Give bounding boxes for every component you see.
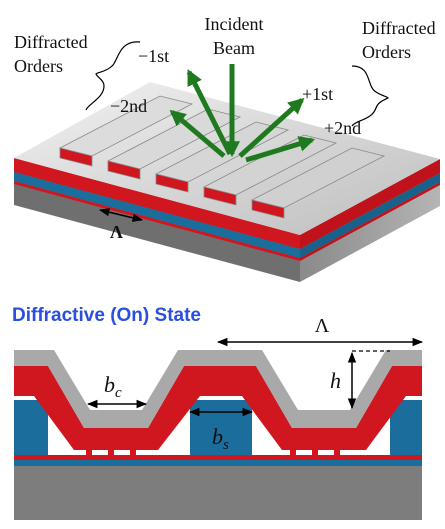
front-red-layer-2 [14, 181, 300, 261]
width-s-symbol: b [212, 424, 223, 449]
right-red-layer-2 [300, 182, 440, 261]
substrate [14, 466, 422, 520]
front-red-layer [14, 158, 300, 249]
bottom-period-label: Λ [315, 315, 330, 337]
right-orders-brace [351, 65, 390, 127]
bottom-red-strip [14, 455, 422, 460]
diffracted-orders-right-line2: Orders [362, 42, 411, 62]
width-c-label: bc [104, 372, 122, 401]
gray-cap-layer [14, 350, 422, 428]
order-plus2-label: +2nd [324, 118, 361, 138]
height-label: h [330, 368, 341, 393]
right-red-layer [300, 159, 440, 249]
width-s-label: bs [212, 424, 229, 453]
bottom-blue-strip [14, 460, 422, 466]
order-plus2-arrow [245, 136, 316, 163]
order-minus1-arrow [186, 69, 233, 156]
width-c-subscript: c [115, 385, 122, 401]
ribbon-legs [86, 448, 340, 456]
diffracted-orders-left-line2: Orders [14, 56, 63, 76]
diffracted-orders-right-line1: Diffracted [362, 18, 436, 38]
incident-beam-label-line1: Incident [205, 14, 264, 34]
width-s-subscript: s [223, 437, 229, 453]
front-blue-layer [14, 172, 300, 258]
top-period-arrow [98, 208, 144, 222]
order-plus1-arrow [238, 97, 305, 158]
top-period-label: Λ [110, 222, 123, 242]
state-title: Diffractive (On) State [12, 305, 201, 326]
blue-post-left [14, 400, 48, 455]
beam-arrows [169, 64, 316, 163]
right-blue-layer [300, 173, 440, 258]
left-orders-brace [85, 41, 141, 111]
grating-3d-illustration [14, 82, 440, 282]
diffracted-orders-left-line1: Diffracted [14, 32, 88, 52]
order-plus1-label: +1st [302, 84, 333, 104]
front-pillars [66, 188, 264, 246]
incident-beam-label-line2: Beam [213, 38, 255, 58]
order-minus2-arrow [169, 109, 226, 158]
order-minus2-label: −2nd [110, 96, 147, 116]
order-minus1-label: −1st [138, 46, 169, 66]
width-c-symbol: b [104, 372, 115, 397]
cross-section [14, 350, 422, 520]
red-ribbon [14, 366, 422, 450]
